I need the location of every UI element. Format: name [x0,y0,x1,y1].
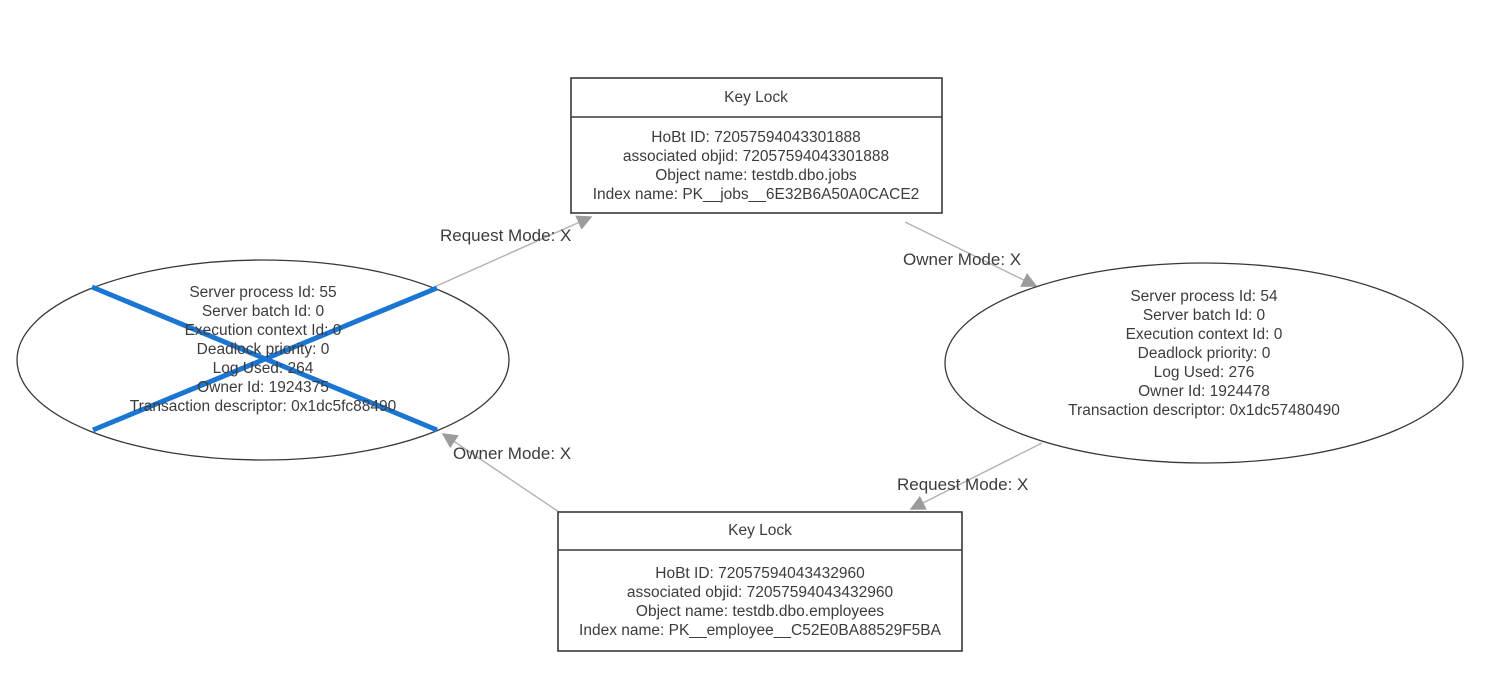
text-line: Index name: PK__employee__C52E0BA88529F5… [579,622,941,639]
text-line: Owner Id: 1924375 [197,379,329,396]
text-line: Log Used: 264 [212,360,314,377]
text-line: associated objid: 72057594043432960 [626,584,894,601]
text-line: Object name: testdb.dbo.jobs [655,167,857,184]
process-survivor-details: Server process Id: 54 Server batch Id: 0… [1068,287,1340,420]
text-line: Execution context Id: 0 [184,322,342,339]
edge-employees-owned-by-victim [441,433,560,513]
text-line: HoBt ID: 72057594043432960 [655,565,865,582]
text-line: Execution context Id: 0 [1125,326,1283,343]
edge-victim-requests-jobs [431,215,593,289]
text-line: Object name: testdb.dbo.employees [635,603,885,620]
key-lock-employees-details: HoBt ID: 72057594043432960 associated ob… [579,564,941,640]
edge-label-owner-top: Owner Mode: X [903,250,1022,269]
text-line: associated objid: 72057594043301888 [622,148,890,165]
key-lock-employees-title: Key Lock [728,522,792,539]
text-line: Log Used: 276 [1153,364,1255,381]
text-line: Server batch Id: 0 [201,303,325,320]
text-line: Owner Id: 1924478 [1138,383,1270,400]
text-line: Deadlock priority: 0 [196,341,330,358]
key-lock-jobs-details: HoBt ID: 72057594043301888 associated ob… [593,128,920,204]
key-lock-employees-box[interactable] [557,511,963,652]
text-line: Deadlock priority: 0 [1137,345,1271,362]
text-line: Transaction descriptor: 0x1dc5fc88490 [129,398,397,415]
process-victim-details: Server process Id: 55 Server batch Id: 0… [130,283,397,416]
text-line: Server process Id: 54 [1130,288,1278,305]
text-line: Server process Id: 55 [189,284,337,301]
key-lock-jobs-box[interactable] [570,77,943,214]
edge-label-request-top: Request Mode: X [440,226,572,245]
edge-label-request-bottom: Request Mode: X [897,475,1029,494]
edge-survivor-requests-employees [909,442,1043,510]
edge-jobs-owned-by-survivor [904,221,1038,287]
victim-cross-icon [91,284,438,433]
text-line: Server batch Id: 0 [1142,307,1266,324]
process-victim-ellipse[interactable] [16,259,510,461]
text-line: HoBt ID: 72057594043301888 [651,129,861,146]
text-line: Index name: PK__jobs__6E32B6A50A0CACE2 [592,186,920,203]
text-line: Transaction descriptor: 0x1dc57480490 [1068,402,1340,419]
process-survivor-ellipse[interactable] [944,262,1464,464]
key-lock-jobs-title: Key Lock [724,89,788,106]
edge-label-owner-bottom: Owner Mode: X [453,444,572,463]
